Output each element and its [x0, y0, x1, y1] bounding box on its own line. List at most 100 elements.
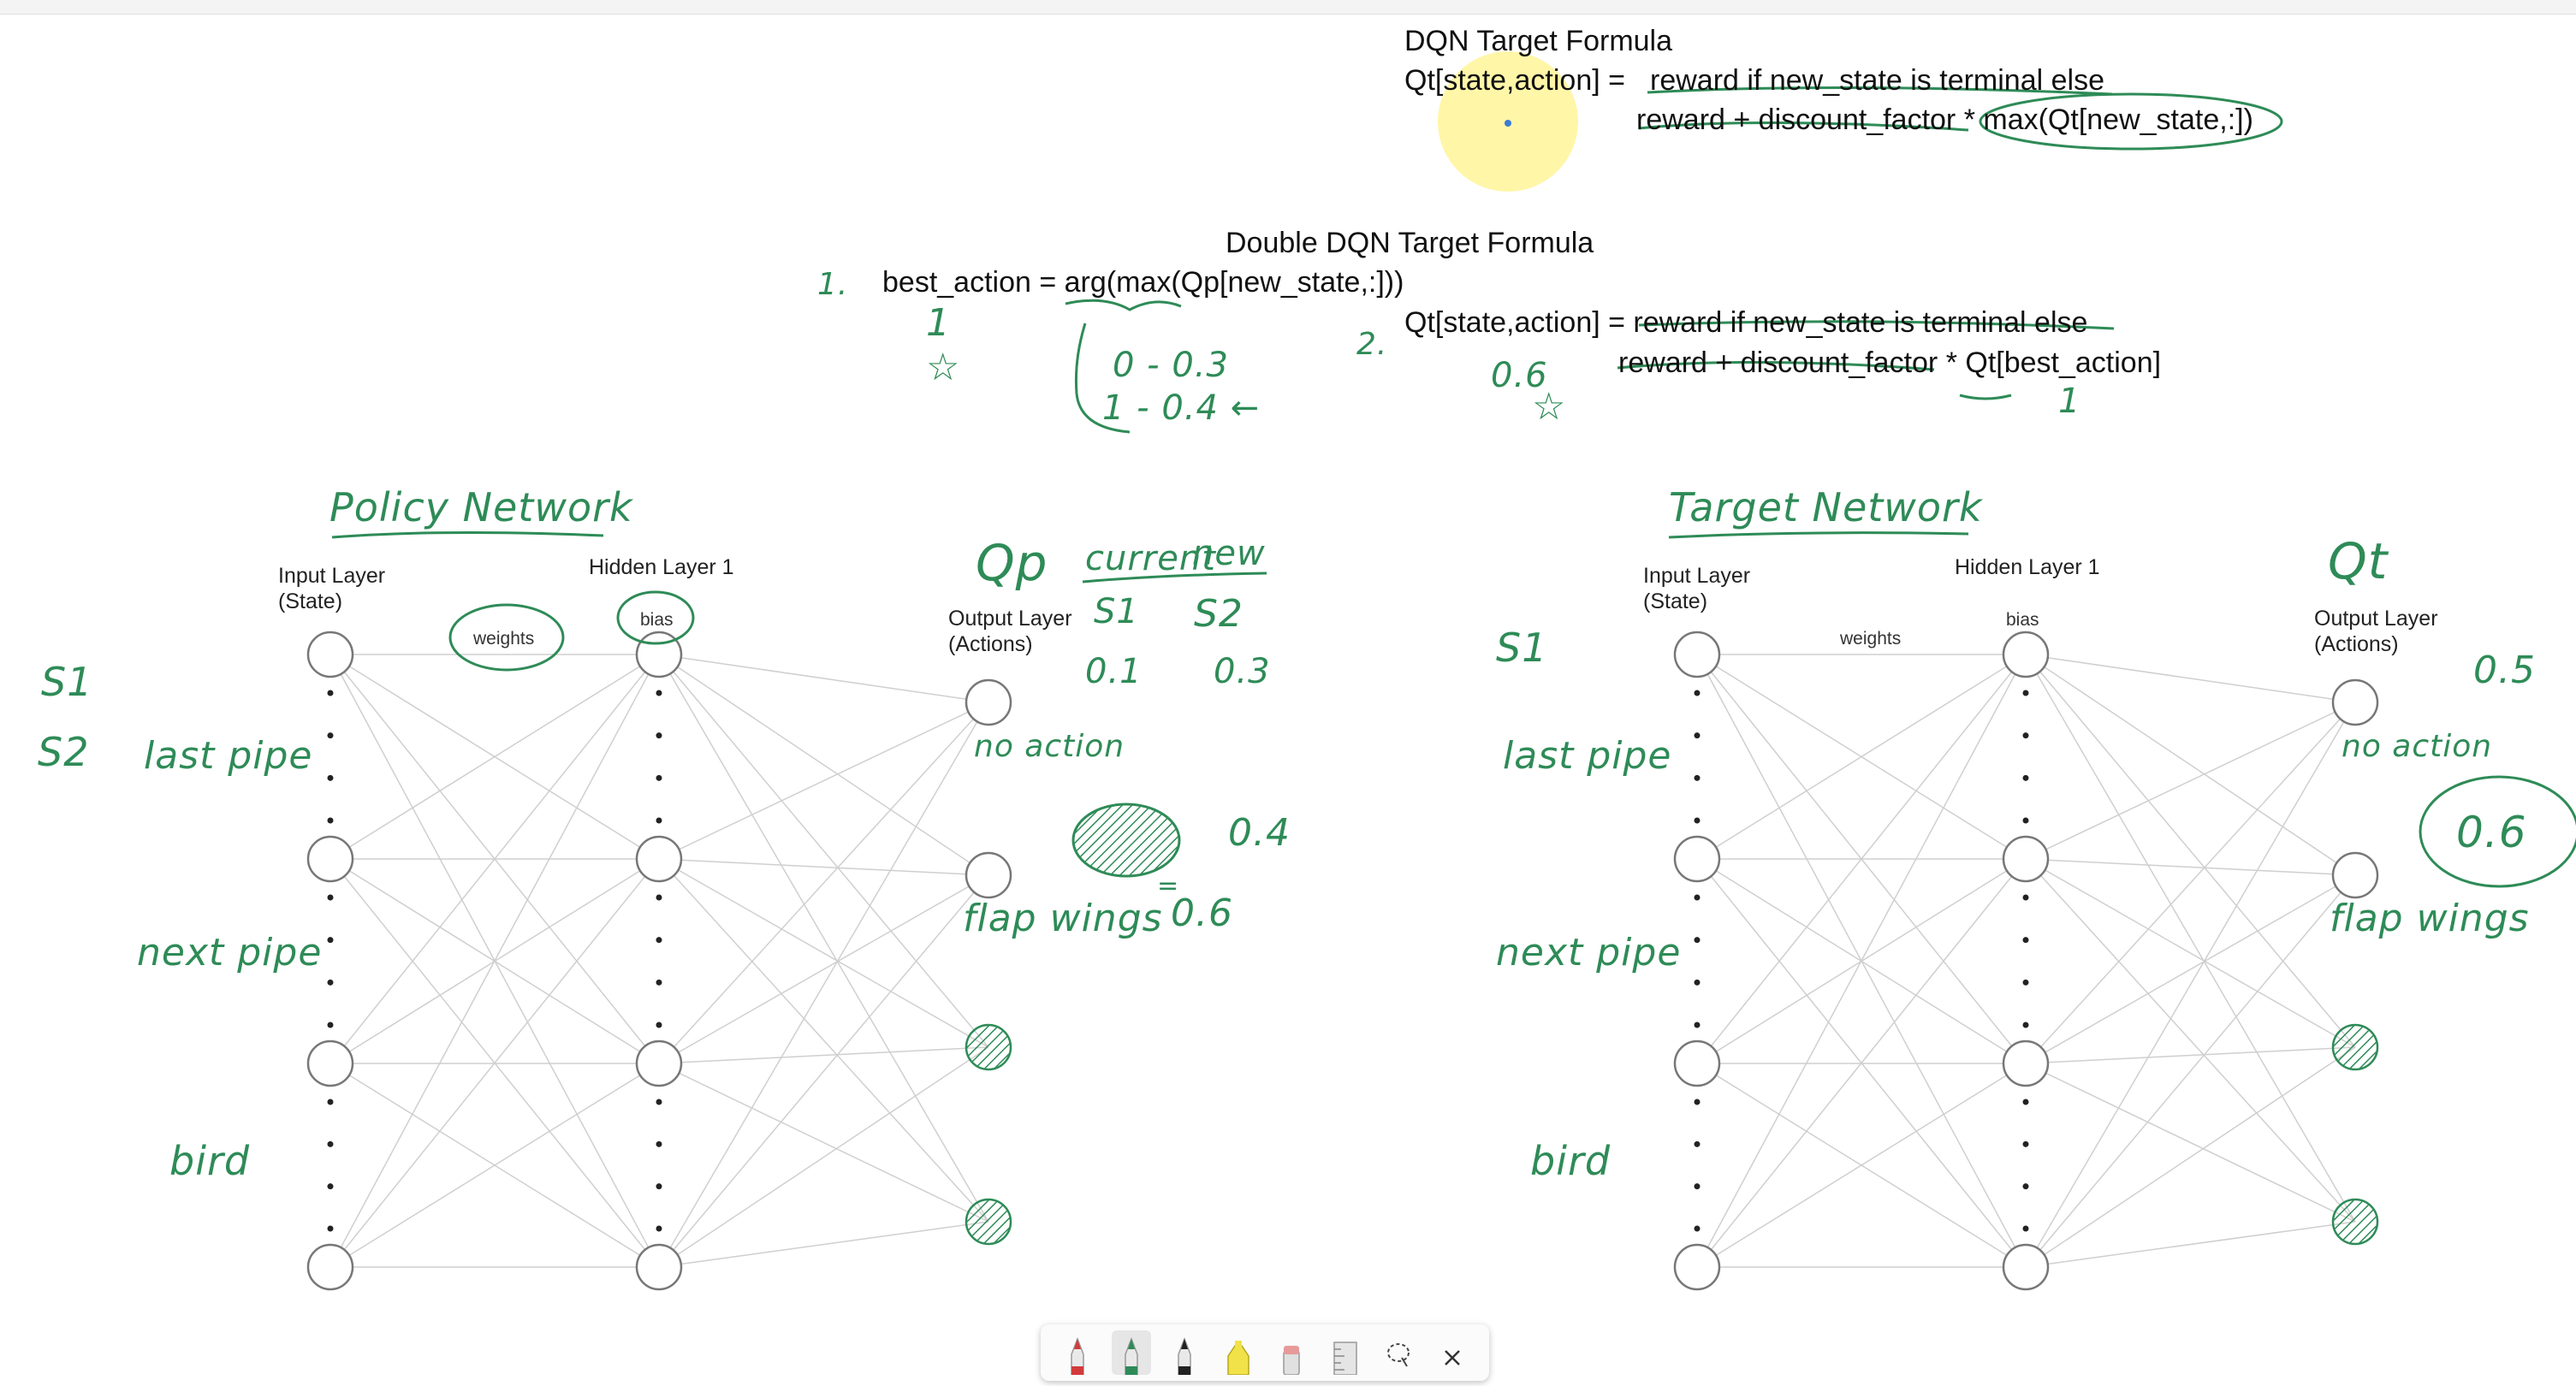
qp-label: Qp: [976, 534, 1048, 592]
policy-input-node-4: [306, 1243, 354, 1291]
policy-hidden-ellipsis-dot: [656, 774, 662, 781]
dqn-line1-lhs: Qt[state,action] =: [1404, 64, 1625, 97]
target-edge: [2025, 654, 2356, 1223]
policy-hidden-ellipsis-dot: [656, 732, 662, 739]
policy-input-ellipsis-dot: [327, 1099, 334, 1105]
policy-output-node-4-crossed: [965, 1198, 1012, 1246]
value-0.6-policy: 0.6: [1171, 891, 1233, 935]
policy-hidden-ellipsis-dot: [656, 1022, 662, 1028]
eraser-tool[interactable]: [1272, 1330, 1311, 1375]
policy-edge: [658, 858, 989, 1223]
policy-hidden-ellipsis-dot: [656, 1225, 662, 1232]
target-edge: [1696, 654, 2027, 1064]
policy-edge: [329, 654, 660, 1268]
policy-input-ellipsis-dot: [327, 774, 334, 781]
lasso-tool[interactable]: [1379, 1330, 1418, 1375]
no-action-policy: no action: [974, 729, 1125, 764]
target-edge: [2025, 702, 2356, 1064]
target-output-node-3-crossed: [2331, 1023, 2379, 1071]
target-input-ellipsis-dot: [1694, 1022, 1701, 1028]
target-edge: [2025, 858, 2356, 1223]
target-edge: [1696, 654, 2027, 1268]
equals-mark: =: [1157, 871, 1180, 901]
highlighter-tool[interactable]: [1219, 1330, 1258, 1375]
target-input-node-1: [1673, 631, 1721, 678]
network-nodes: [306, 631, 2379, 1291]
policy-edge: [658, 702, 989, 860]
number-1: 1: [926, 301, 951, 345]
ruler-tool[interactable]: [1326, 1330, 1365, 1375]
target-hidden-node-2: [2002, 835, 2050, 883]
star-right: ☆: [1532, 385, 1567, 429]
black-pen-tool[interactable]: [1165, 1330, 1204, 1375]
dqn-line1-rhs: reward if new_state is terminal else: [1650, 64, 2105, 97]
target-output-node-4-crossed: [2331, 1198, 2379, 1246]
s2-left: S2: [38, 729, 90, 775]
target-edge: [2025, 874, 2356, 1064]
policy-edge: [658, 654, 989, 1048]
circle-max-qt: [1979, 92, 2283, 151]
target-input-ellipsis-dot: [1694, 1099, 1701, 1105]
target-edge: [2025, 1046, 2356, 1064]
target-hidden-ellipsis-dot: [2022, 690, 2029, 696]
policy-input-ellipsis-dot: [327, 732, 334, 739]
last-pipe-target: last pipe: [1503, 734, 1672, 778]
target-output-node-2: [2331, 851, 2379, 899]
qt-label: Qt: [2328, 532, 2389, 590]
underline-current-new: [1082, 572, 1267, 583]
policy-input-ellipsis-dot: [327, 937, 334, 944]
target-edge: [2025, 1046, 2356, 1268]
policy-edge: [658, 1046, 989, 1064]
policy-edge: [658, 654, 989, 876]
flap-wings-target: flap wings: [2330, 897, 2530, 940]
target-input-ellipsis-dot: [1694, 690, 1701, 696]
hatched-value-0.1: [1071, 803, 1181, 878]
policy-hidden-ellipsis-dot: [656, 690, 662, 696]
red-pen-tool[interactable]: [1058, 1330, 1097, 1375]
green-pen-icon: [1125, 1336, 1138, 1375]
policy-edge: [658, 858, 989, 1048]
dqn-title: DQN Target Formula: [1404, 25, 1673, 57]
target-input-ellipsis-dot: [1694, 937, 1701, 944]
s1-left: S1: [41, 659, 93, 705]
strike-ddqn-line3: [1617, 360, 1935, 371]
policy-edge: [658, 702, 989, 1268]
policy-hidden-node-2: [635, 835, 683, 883]
q-value-0: 0 - 0.3: [1113, 346, 1229, 385]
target-edge: [2025, 702, 2356, 1268]
last-pipe-policy: last pipe: [144, 734, 313, 778]
policy-input-node-1: [306, 631, 354, 678]
ellipsis-dots: [327, 690, 2029, 1232]
target-input-ellipsis-dot: [1694, 1140, 1701, 1147]
new-label: new: [1192, 534, 1266, 573]
target-weights-label: weights: [1840, 629, 1902, 649]
target-hidden-ellipsis-dot: [2022, 1099, 2029, 1105]
target-edge: [1696, 858, 2027, 1268]
policy-input-node-2: [306, 835, 354, 883]
policy-edge: [658, 654, 989, 1223]
policy-input-ellipsis-dot: [327, 979, 334, 986]
policy-edge: [658, 858, 989, 876]
lasso-icon: [1387, 1343, 1410, 1367]
policy-edge: [329, 1063, 660, 1268]
target-edge: [2025, 858, 2356, 1048]
green-pen-tool[interactable]: [1111, 1330, 1151, 1375]
target-input-ellipsis-dot: [1694, 1225, 1701, 1232]
current-label: current: [1085, 539, 1216, 578]
policy-hidden-node-3: [635, 1040, 683, 1087]
bird-policy: bird: [169, 1138, 251, 1184]
policy-hidden-ellipsis-dot: [656, 1099, 662, 1105]
policy-hidden-layer-label: Hidden Layer 1: [589, 555, 734, 579]
s1-right: S1: [1496, 625, 1548, 671]
close-toolbar-button[interactable]: [1433, 1330, 1472, 1375]
policy-output-node-1: [965, 678, 1012, 726]
policy-edge: [329, 858, 660, 1268]
target-input-ellipsis-dot: [1694, 774, 1701, 781]
underline-policy: [331, 530, 604, 539]
policy-network-title: Policy Network: [329, 484, 633, 530]
policy-edge: [658, 874, 989, 1064]
ddqn-line2: Qt[state,action] = reward if new_state i…: [1404, 306, 2088, 339]
policy-hidden-node-4: [635, 1243, 683, 1291]
red-pen-icon: [1071, 1336, 1084, 1375]
